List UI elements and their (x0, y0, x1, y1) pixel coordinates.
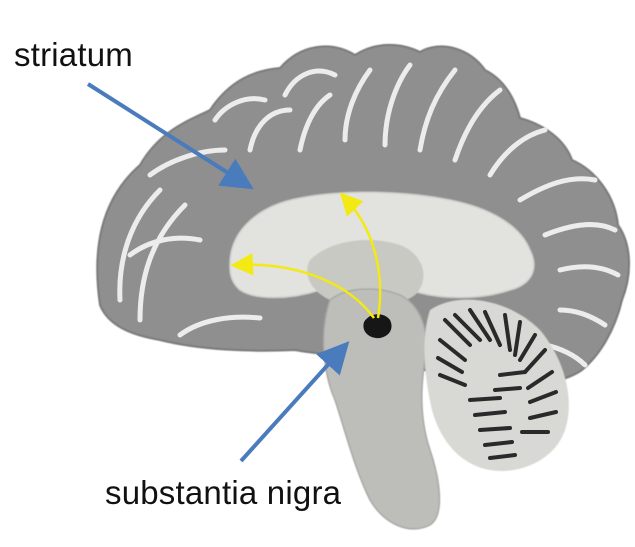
substantia-nigra-label: substantia nigra (105, 476, 341, 509)
striatum-label: striatum (14, 38, 133, 71)
substantia-nigra-arrow (241, 347, 344, 461)
